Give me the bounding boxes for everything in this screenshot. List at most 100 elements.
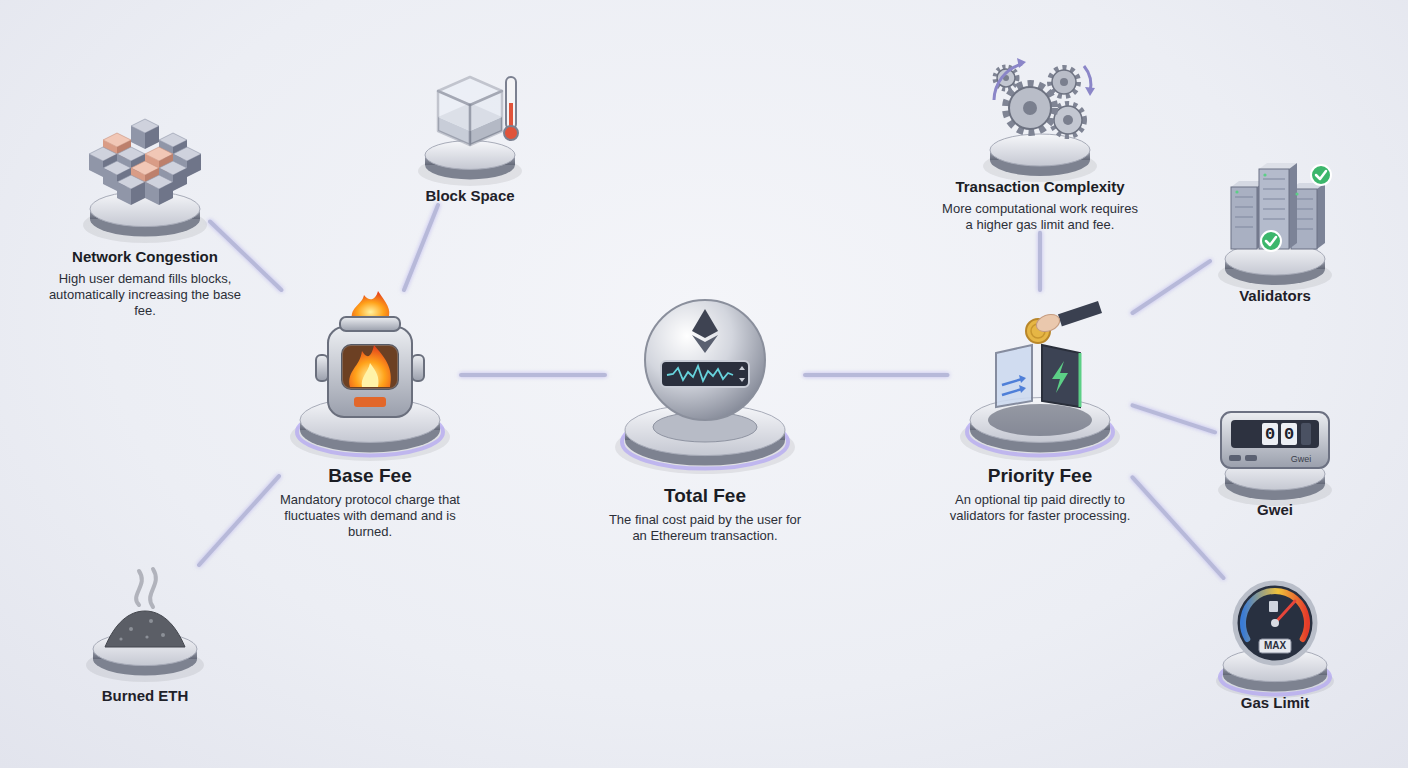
server-rack-icon-part xyxy=(1231,187,1257,249)
icon-slot xyxy=(955,290,1125,460)
node-text: Priority Fee An optional tip paid directl… xyxy=(948,464,1133,524)
gauge-icon-part xyxy=(1275,601,1295,623)
furnace-icon-part xyxy=(300,398,440,443)
node-text: Base FeeMandatory protocol charge that f… xyxy=(279,464,461,540)
tip-device-icon-part xyxy=(996,345,1032,407)
tip-device-icon-part xyxy=(1042,345,1080,407)
tip-device-icon-part xyxy=(1002,389,1022,395)
server-rack-icon xyxy=(1218,163,1332,291)
gwei-counter-icon-part xyxy=(1229,455,1241,461)
icon-slot xyxy=(80,565,210,685)
gears-icon-part-part xyxy=(1023,101,1037,115)
node-description: The final cost paid by the user for an E… xyxy=(605,512,805,544)
gears-icon-part xyxy=(1050,68,1078,96)
icon-slot xyxy=(1210,578,1340,692)
gauge-icon-part xyxy=(1259,639,1291,653)
server-rack-icon-part xyxy=(1295,192,1298,195)
server-rack-icon-part xyxy=(1263,199,1285,200)
server-rack-icon-part xyxy=(1235,227,1253,228)
gears-icon-part xyxy=(990,134,1090,166)
icon-slot xyxy=(1210,150,1340,285)
icon-slot xyxy=(975,50,1105,174)
node-text: Gas Limit xyxy=(1241,694,1309,712)
gwei-counter-icon-part xyxy=(1231,420,1319,448)
eth-sphere-icon-part xyxy=(739,366,745,370)
node-text: Burned ETH xyxy=(102,687,189,705)
node-description: An optional tip paid directly to validat… xyxy=(948,492,1133,524)
tip-device-icon-part xyxy=(1056,301,1102,327)
gauge-icon-part xyxy=(1235,583,1315,663)
furnace-icon-part xyxy=(342,345,398,389)
furnace-icon-part xyxy=(362,363,379,387)
node-description: Mandatory protocol charge that fluctuate… xyxy=(279,492,461,540)
gears-icon-part-part xyxy=(1054,106,1082,134)
icon-slot xyxy=(410,65,530,185)
server-rack-icon-part xyxy=(1289,163,1297,249)
gears-icon-part xyxy=(1006,84,1054,132)
server-rack-icon-part xyxy=(1263,179,1285,180)
gwei-counter-icon xyxy=(1218,412,1332,506)
server-rack-icon-part xyxy=(1261,231,1281,251)
furnace-icon xyxy=(290,291,450,461)
gears-icon-part-part xyxy=(1063,115,1073,125)
eth-sphere-icon-part xyxy=(692,335,718,353)
tip-device-icon-part xyxy=(1034,311,1062,334)
server-rack-icon-part xyxy=(1311,165,1331,185)
icon-slot xyxy=(285,290,455,460)
node-text: Block Space xyxy=(425,187,514,205)
connector-line xyxy=(1133,261,1211,313)
icon-slot xyxy=(80,112,210,236)
server-rack-icon-part xyxy=(1263,209,1285,210)
furnace-icon-part xyxy=(340,317,400,331)
gears-icon-part-part xyxy=(1050,68,1078,96)
server-rack-icon-part xyxy=(1295,209,1313,210)
ash-pile-icon-part xyxy=(119,637,122,640)
ash-pile-icon-part xyxy=(150,569,156,607)
icon-slot xyxy=(610,280,800,470)
gears-icon-part xyxy=(994,64,1022,100)
server-rack-icon-part xyxy=(1235,217,1253,218)
ash-pile-icon xyxy=(86,569,204,682)
tip-device-icon-part xyxy=(1079,353,1082,407)
tip-device-icon-part xyxy=(1052,361,1068,393)
ash-pile-icon-part xyxy=(105,611,185,647)
node-text: Gwei xyxy=(1257,501,1293,519)
node-heading: Network Congestion xyxy=(72,248,218,267)
gears-icon-part-part xyxy=(1009,87,1051,129)
tip-device-icon-part xyxy=(1019,375,1026,383)
icon-node: Priority Fee An optional tip paid directl… xyxy=(948,290,1133,524)
cube-cluster-icon-part xyxy=(145,175,173,205)
cube-cluster-icon-part xyxy=(131,119,159,149)
icon-node: Network CongestionHigh user demand fills… xyxy=(80,112,210,236)
gwei-counter-icon-part xyxy=(1221,412,1329,468)
furnace-icon-part xyxy=(354,397,386,407)
ash-pile-icon-part xyxy=(161,633,165,637)
server-rack-icon-part xyxy=(1235,207,1253,208)
node-label: Block Space xyxy=(425,187,514,205)
gauge-icon-part xyxy=(1269,601,1278,612)
eth-sphere-icon xyxy=(615,300,795,474)
eth-sphere-icon-part xyxy=(667,366,733,381)
furnace-icon-part xyxy=(316,355,328,381)
connector-line xyxy=(461,373,605,377)
ash-pile-icon-part xyxy=(145,635,148,638)
eth-sphere-icon-part xyxy=(739,378,745,382)
eth-sphere-icon-part xyxy=(645,300,765,420)
furnace-icon-part xyxy=(342,345,398,389)
icon-node: Block Space xyxy=(410,65,530,205)
node-heading: Priority Fee xyxy=(988,464,1093,488)
server-rack-icon-part xyxy=(1295,219,1313,220)
ash-pile-icon-part xyxy=(136,571,142,605)
cube-cluster-icon-part xyxy=(117,175,145,205)
tip-device-icon xyxy=(960,301,1120,461)
server-rack-icon-part xyxy=(1235,197,1253,198)
gears-icon-part-part xyxy=(1060,78,1068,86)
gauge-label: MAX xyxy=(1264,641,1286,651)
gwei-counter-icon-part xyxy=(1245,455,1257,461)
furnace-icon-part xyxy=(412,355,424,381)
node-label: Gas Limit xyxy=(1241,694,1309,712)
tip-device-icon-part xyxy=(1002,379,1022,385)
connector-line xyxy=(1038,233,1042,290)
furnace-icon-part xyxy=(328,327,412,417)
